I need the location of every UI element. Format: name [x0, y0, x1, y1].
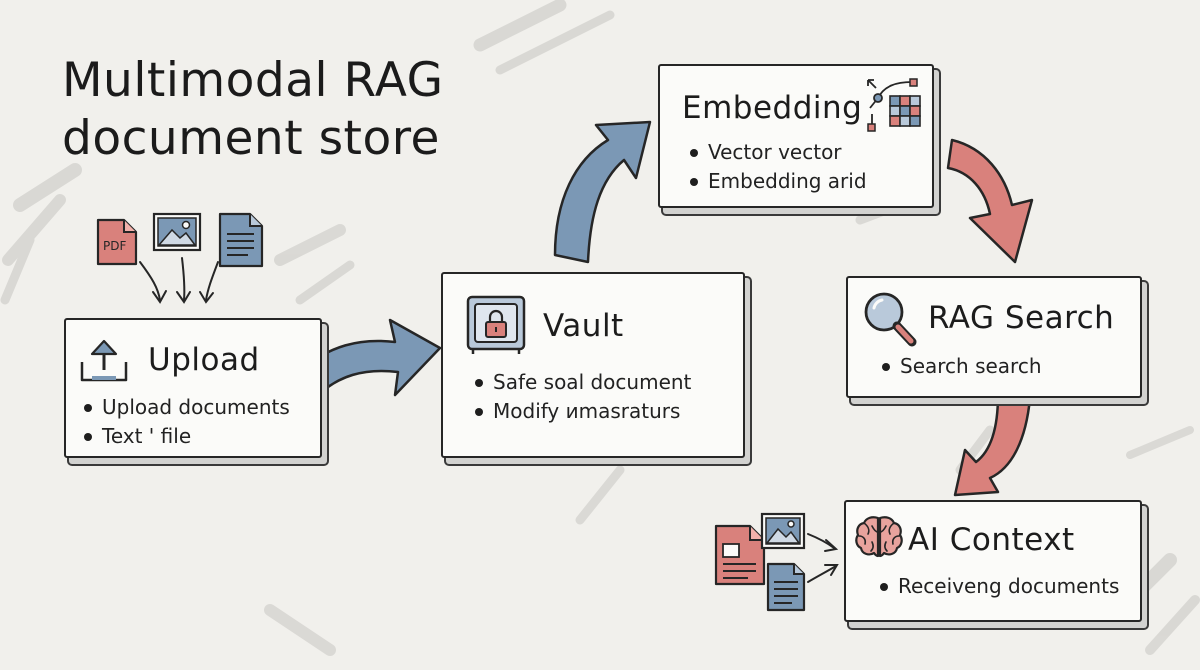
embedding-bullets: Vector vector Embedding arid: [686, 138, 867, 196]
upload-title: Upload: [148, 342, 260, 378]
arrow-vault-to-embedding: [553, 120, 652, 264]
ai-context-bullets: Receiveng documents: [876, 572, 1119, 601]
rag-search-bullets: Search search: [878, 352, 1042, 381]
document-icon: [714, 524, 766, 586]
text-document-icon: [218, 212, 264, 268]
upload-bullets: Upload documents Text ' file: [80, 393, 290, 451]
magnifier-icon: [864, 292, 917, 347]
list-item: Modify иmasraturs: [471, 397, 691, 426]
pdf-label: PDF: [103, 239, 126, 253]
text-document-icon: [766, 562, 806, 612]
pdf-file-icon: PDF: [96, 218, 138, 266]
list-item: Search search: [878, 352, 1042, 381]
vault-bullets: Safe soal document Modify иmasraturs: [471, 368, 691, 426]
rag-search-card: RAG Search Search search: [846, 276, 1142, 398]
list-item: Upload documents: [80, 393, 290, 422]
diagram-title: Multimodal RAG document store: [62, 52, 444, 168]
image-file-icon: [760, 512, 806, 550]
vault-card: Vault Safe soal document Modify иmasratu…: [441, 272, 745, 458]
embedding-title: Embedding: [682, 90, 863, 126]
list-item: Text ' file: [80, 422, 290, 451]
title-line-1: Multimodal RAG: [62, 53, 444, 108]
upload-card: Upload Upload documents Text ' file: [64, 318, 322, 458]
vector-grid-icon: [867, 78, 921, 132]
brain-icon: [855, 516, 903, 558]
arrow-rag-to-ai: [953, 393, 1032, 497]
list-item: Receiveng documents: [876, 572, 1119, 601]
safe-lock-icon: [466, 295, 526, 354]
list-item: Vector vector: [686, 138, 867, 167]
title-line-2: document store: [62, 111, 440, 166]
list-item: Safe soal document: [471, 368, 691, 397]
rag-search-title: RAG Search: [928, 300, 1115, 336]
vault-title: Vault: [543, 308, 624, 344]
arrow-embedding-to-rag: [946, 138, 1034, 264]
embedding-card: Embedding Vector vector Embedding arid: [658, 64, 934, 208]
image-file-icon: [152, 212, 202, 252]
ai-context-title: AI Context: [908, 522, 1075, 558]
ai-context-card: AI Context Receiveng documents: [844, 500, 1142, 622]
list-item: Embedding arid: [686, 167, 867, 196]
arrow-upload-to-vault: [296, 318, 442, 400]
upload-tray-icon: [80, 339, 128, 382]
